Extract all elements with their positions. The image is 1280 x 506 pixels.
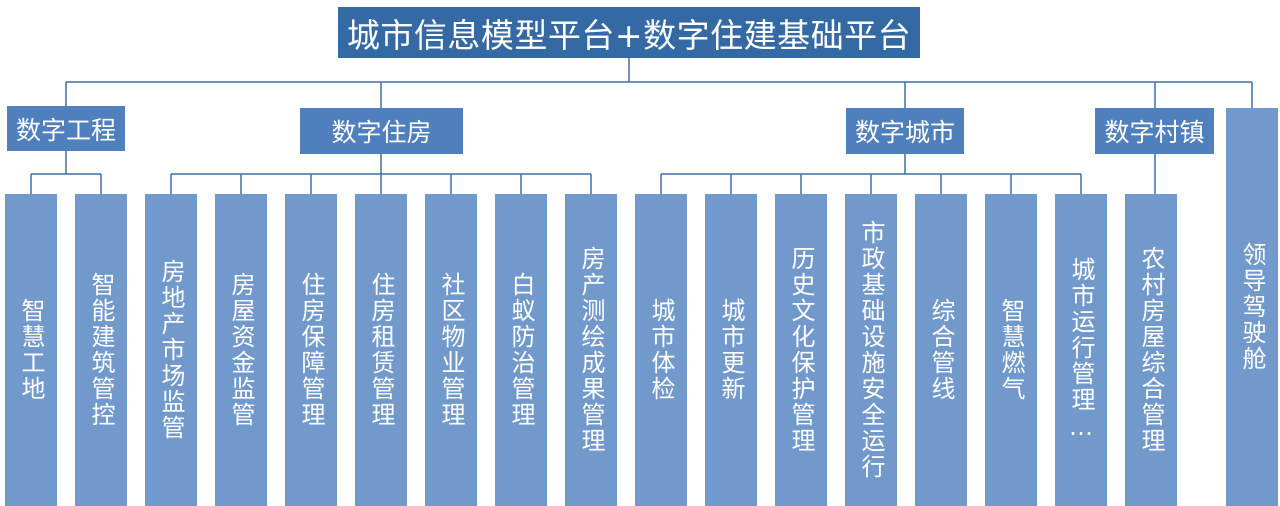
leaf-utility-tunnel: 综合管线 xyxy=(915,194,967,506)
leaf-leadership-cockpit: 领导驾驶舱 xyxy=(1226,108,1278,506)
leaf-smart-gas: 智慧燃气 xyxy=(985,194,1037,506)
category-digital-housing: 数字住房 xyxy=(300,108,463,154)
leaf-housing-rental: 住房租赁管理 xyxy=(355,194,407,506)
leaf-label: 社区物业管理 xyxy=(437,272,465,428)
leaf-label: 房地产市场监管 xyxy=(157,259,185,441)
category-digital-village: 数字村镇 xyxy=(1095,108,1214,154)
leaf-label: 领导驾驶舱 xyxy=(1238,242,1266,372)
leaf-label: 城市更新 xyxy=(717,298,745,402)
leaf-label: 历史文化保护管理 xyxy=(787,246,815,454)
leaf-label: 城市体检 xyxy=(647,298,675,402)
leaf-property-survey: 房产测绘成果管理 xyxy=(565,194,617,506)
leaf-label: 房屋资金监管 xyxy=(227,272,255,428)
leaf-label: 市政基础设施安全运行 xyxy=(857,220,885,480)
leaf-label: 住房租赁管理 xyxy=(367,272,395,428)
category-digital-city: 数字城市 xyxy=(846,108,964,154)
leaf-infrastructure-safety: 市政基础设施安全运行 xyxy=(845,194,897,506)
leaf-housing-security: 住房保障管理 xyxy=(285,194,337,506)
root-platform: 城市信息模型平台+数字住建基础平台 xyxy=(338,7,920,58)
leaf-city-operation: 城市运行管理… xyxy=(1055,194,1107,506)
leaf-community-property: 社区物业管理 xyxy=(425,194,477,506)
leaf-heritage-protection: 历史文化保护管理 xyxy=(775,194,827,506)
leaf-label: 智慧工地 xyxy=(17,298,45,402)
leaf-housing-fund: 房屋资金监管 xyxy=(215,194,267,506)
leaf-label: 智能建筑管控 xyxy=(87,272,115,428)
category-digital-engineering: 数字工程 xyxy=(7,106,125,151)
leaf-smart-building-control: 智能建筑管控 xyxy=(75,194,127,506)
leaf-label: 城市运行管理… xyxy=(1067,257,1095,443)
leaf-label: 房产测绘成果管理 xyxy=(577,246,605,454)
leaf-urban-renewal: 城市更新 xyxy=(705,194,757,506)
leaf-label: 住房保障管理 xyxy=(297,272,325,428)
leaf-rural-housing: 农村房屋综合管理 xyxy=(1125,194,1177,506)
leaf-label: 综合管线 xyxy=(927,298,955,402)
leaf-smart-site: 智慧工地 xyxy=(5,194,57,506)
leaf-termite-control: 白蚁防治管理 xyxy=(495,194,547,506)
leaf-label: 智慧燃气 xyxy=(997,298,1025,402)
leaf-label: 白蚁防治管理 xyxy=(507,272,535,428)
leaf-label: 农村房屋综合管理 xyxy=(1137,246,1165,454)
leaf-city-checkup: 城市体检 xyxy=(635,194,687,506)
leaf-real-estate-market: 房地产市场监管 xyxy=(145,194,197,506)
